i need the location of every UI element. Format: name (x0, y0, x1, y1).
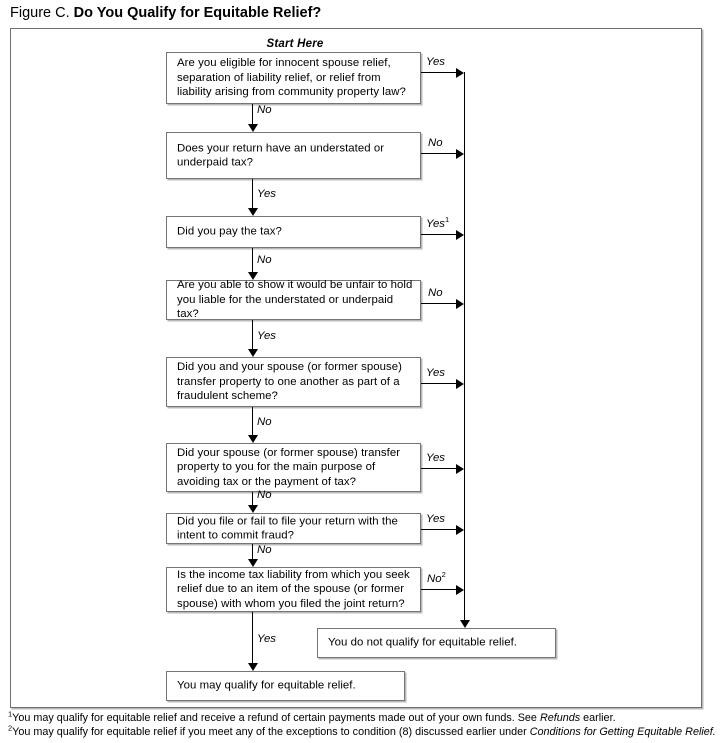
edge-q6-yes-arrowhead (456, 464, 464, 474)
edge-q7-yes-arrowhead (456, 525, 464, 535)
edge-q3-yes-arrowhead (456, 230, 464, 240)
edge-q8-no-arrowhead (456, 585, 464, 595)
footnote-2-italic: Conditions for Getting Equitable Relief. (529, 726, 716, 738)
edge-q7-no-arrowhead (248, 559, 258, 567)
outcome-box-may-qualify: You may qualify for equitable relief. (166, 671, 405, 701)
decision-box-fraudulent-scheme: Did you and your spouse (or former spous… (166, 357, 421, 407)
edge-q2-yes-arrowhead (248, 208, 258, 216)
edge-q6-no-arrowhead (248, 505, 258, 513)
edge-label-q5-no: No (257, 416, 272, 428)
edge-q5-yes-line (421, 383, 457, 384)
collector-spine-arrowhead (460, 620, 470, 628)
edge-label-q4-no: No (428, 287, 443, 299)
decision-box-fraudulent-scheme-text: Did you and your spouse (or former spous… (177, 361, 402, 403)
edge-label-q1-no: No (257, 104, 272, 116)
figure-title: Figure C. Do You Qualify for Equitable R… (10, 4, 321, 22)
edge-q4-yes-line (252, 320, 253, 349)
decision-box-liability-attributable: Is the income tax liability from which y… (166, 567, 421, 612)
edge-label-q6-yes: Yes (426, 452, 445, 464)
footnote-1-part2: earlier. (580, 712, 616, 724)
decision-box-intent-to-commit-fraud-text: Did you file or fail to file your return… (177, 514, 398, 542)
decision-box-eligibility-text: Are you eligible for innocent spouse rel… (177, 57, 406, 99)
decision-box-liability-attributable-text: Is the income tax liability from which y… (177, 568, 410, 610)
footnote-1: 1You may qualify for equitable relief an… (8, 709, 718, 725)
decision-box-understated-tax: Does your return have an understated or … (166, 132, 421, 179)
outcome-box-may-qualify-text: You may qualify for equitable relief. (177, 679, 356, 692)
edge-label-q2-no: No (428, 137, 443, 149)
edge-q2-no-arrowhead (456, 149, 464, 159)
edge-q1-yes-line (421, 72, 457, 73)
footnote-2-part1: You may qualify for equitable relief if … (12, 726, 530, 738)
edge-label-q3-no: No (257, 254, 272, 266)
footnote-1-italic: Refunds (539, 712, 581, 724)
edge-label-q8-no: No2 (427, 570, 446, 585)
edge-q1-no-arrowhead (248, 124, 258, 132)
edge-q2-no-line (421, 153, 457, 154)
edge-label-q4-yes: Yes (257, 330, 276, 342)
footnote-1-marker: 1 (8, 709, 13, 719)
edge-q6-yes-line (421, 468, 457, 469)
outcome-box-do-not-qualify-text: You do not qualify for equitable relief. (328, 636, 518, 649)
edge-label-q5-yes: Yes (426, 367, 445, 379)
edge-q8-yes-line (252, 612, 253, 663)
decision-box-unfair-to-hold-liable-text: Are you able to show it would be unfair … (177, 279, 413, 321)
edge-q3-yes-line (421, 234, 457, 235)
edge-label-q7-no: No (257, 544, 272, 556)
edge-label-q6-no: No (257, 489, 272, 501)
edge-q5-yes-arrowhead (456, 379, 464, 389)
edge-q5-no-line (252, 407, 253, 435)
decision-box-paid-tax-text: Did you pay the tax? (177, 225, 282, 238)
edge-label-q3-yes: Yes1 (426, 215, 450, 230)
decision-box-unfair-to-hold-liable: Are you able to show it would be unfair … (166, 279, 421, 321)
decision-box-intent-to-commit-fraud: Did you file or fail to file your return… (166, 513, 421, 544)
edge-q8-yes-arrowhead (248, 663, 258, 671)
edge-label-q2-yes: Yes (257, 188, 276, 200)
edge-label-q8-yes: Yes (257, 633, 276, 645)
footnote-1-part1: You may qualify for equitable relief and… (12, 712, 540, 724)
footnote-2: 2You may qualify for equitable relief if… (8, 723, 718, 739)
edge-q6-no-line (252, 492, 253, 505)
decision-box-avoiding-tax-transfer: Did your spouse (or former spouse) trans… (166, 443, 421, 492)
edge-q3-no-line (252, 248, 253, 272)
edge-q4-no-arrowhead (456, 299, 464, 309)
edge-q8-no-line (421, 589, 457, 590)
figure-label: Figure C. (10, 5, 70, 21)
edge-q4-no-line (421, 303, 457, 304)
edge-q7-no-line (252, 544, 253, 559)
collector-spine-line (464, 72, 465, 625)
edge-label-q8-no-footnote-marker: 2 (441, 570, 446, 580)
edge-label-q8-no-text: No (427, 573, 442, 585)
decision-box-avoiding-tax-transfer-text: Did your spouse (or former spouse) trans… (177, 446, 401, 488)
edge-q5-no-arrowhead (248, 435, 258, 443)
edge-q1-yes-arrowhead (456, 68, 464, 78)
footnotes: 1You may qualify for equitable relief an… (8, 709, 718, 739)
edge-label-q1-yes: Yes (426, 56, 445, 68)
edge-q4-yes-arrowhead (248, 349, 258, 357)
figure-heading: Do You Qualify for Equitable Relief? (73, 5, 322, 21)
footnote-2-marker: 2 (8, 723, 13, 733)
edge-q2-yes-line (252, 179, 253, 208)
edge-label-q3-yes-text: Yes (426, 218, 445, 230)
decision-box-understated-tax-text: Does your return have an understated or … (177, 141, 385, 169)
decision-box-eligibility: Are you eligible for innocent spouse rel… (166, 52, 421, 104)
edge-label-q7-yes: Yes (426, 513, 445, 525)
edge-q1-no-line (252, 104, 253, 125)
outcome-box-do-not-qualify: You do not qualify for equitable relief. (317, 628, 556, 658)
decision-box-paid-tax: Did you pay the tax? (166, 216, 421, 248)
edge-q7-yes-line (421, 529, 457, 530)
edge-q3-no-arrowhead (248, 272, 258, 280)
edge-label-q3-yes-footnote-marker: 1 (445, 215, 450, 225)
start-here-label: Start Here (266, 38, 324, 50)
